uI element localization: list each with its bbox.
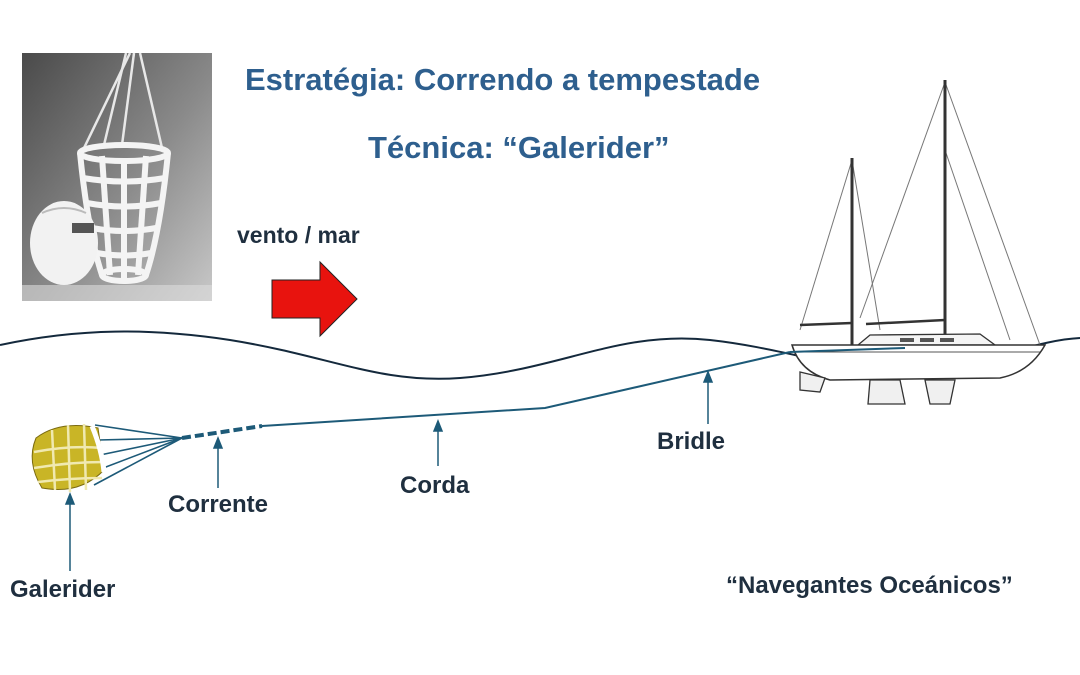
label-corda: Corda [400,472,470,499]
credit-text: “Navegantes Oceánicos” [726,572,1013,599]
drogue-lines [93,424,183,486]
galerider-photo [22,53,212,301]
strategy-title: Estratégia: Correndo a tempestade [245,62,761,97]
label-corrente: Corrente [168,491,269,518]
bridle-line [789,347,906,353]
wind-arrow-icon [271,260,358,338]
galerider-drogue-icon [31,423,107,493]
sailboat-ketch-icon [790,80,1047,405]
tow-line [261,351,791,427]
label-galerider: Galerider [10,576,116,603]
label-pointers [64,369,714,571]
label-bridle: Bridle [657,428,726,455]
technique-title: Técnica: “Galerider” [368,130,670,165]
wind-label: vento / mar [237,222,360,248]
chain-line [181,424,263,440]
